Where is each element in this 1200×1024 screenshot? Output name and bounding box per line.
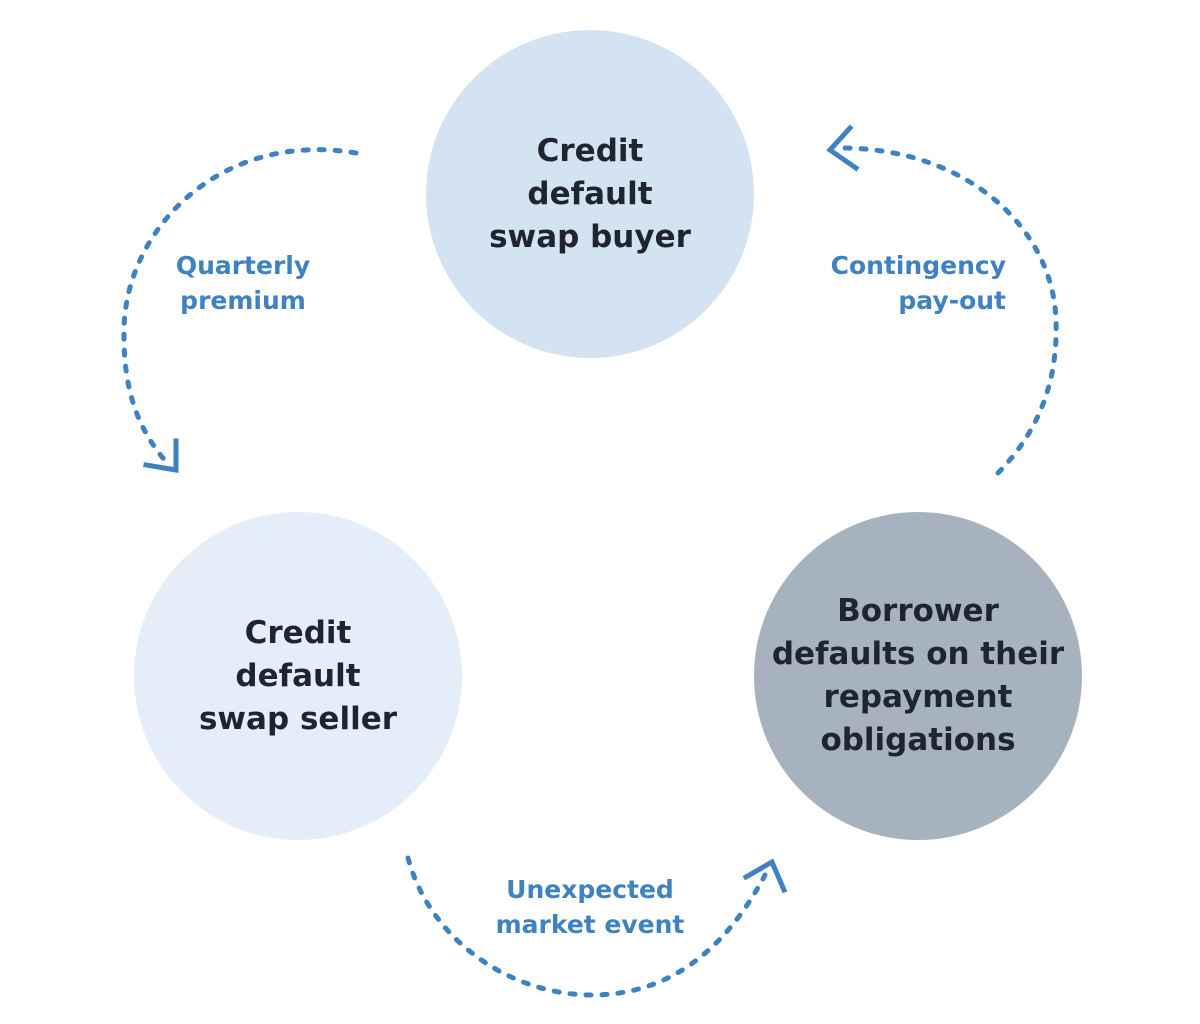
cds-buyer-node: Credit default swap buyer — [426, 30, 754, 358]
premium-arrow-arc — [121, 147, 359, 467]
event-arrowhead-icon — [742, 858, 788, 894]
cds-seller-node: Credit default swap seller — [134, 512, 462, 840]
payout-arrow-arc — [842, 145, 1059, 476]
cds-buyer-label: Credit default swap buyer — [489, 132, 691, 255]
cds-seller-label: Credit default swap seller — [198, 614, 398, 737]
borrower-default-label: Borrower defaults on their repayment obl… — [771, 593, 1065, 758]
quarterly-premium-label: Quarterly premium — [175, 251, 311, 315]
market-event-label: Unexpected market event — [495, 875, 685, 939]
event-arrow-arc — [405, 855, 768, 998]
payout-arrowhead-icon — [826, 124, 860, 172]
premium-arrowhead-icon — [143, 438, 179, 473]
contingency-payout-label: Contingency pay-out — [830, 251, 1006, 315]
borrower-default-node: Borrower defaults on their repayment obl… — [754, 512, 1082, 840]
